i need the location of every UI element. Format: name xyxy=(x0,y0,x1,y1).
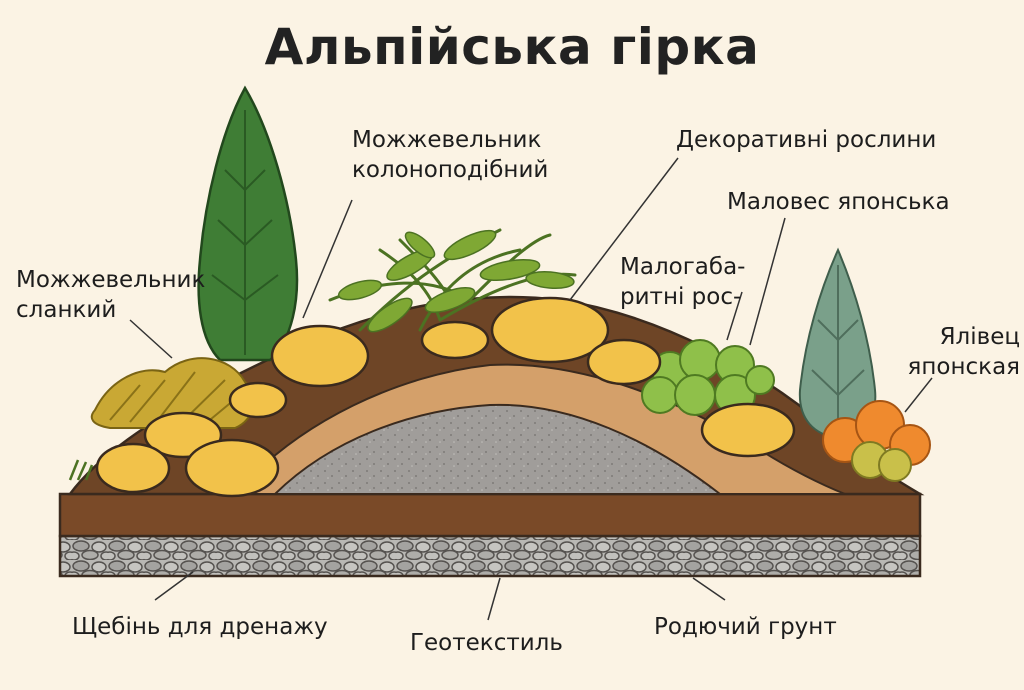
stone xyxy=(270,324,370,388)
stone xyxy=(490,296,610,364)
creeping-juniper xyxy=(90,357,255,429)
label-japanese-fir: Ялівец японская xyxy=(907,324,1020,380)
gravel-core xyxy=(272,403,723,495)
stone xyxy=(420,320,490,360)
stone xyxy=(228,381,288,419)
leader-soil xyxy=(692,577,726,601)
grass-tuft xyxy=(68,459,94,481)
label-japanese-plant: Маловес японська xyxy=(727,189,950,215)
label-geotextile: Геотекстиль xyxy=(410,630,563,656)
stone xyxy=(586,338,662,386)
label-decorative-plants: Декоративні рослини xyxy=(676,127,937,153)
orange-shrub xyxy=(822,400,931,482)
label-soil: Родючий грунт xyxy=(654,614,837,640)
label-juniper-columnar: Можжевельник колоноподібний xyxy=(352,127,549,183)
leader-japanese-fir xyxy=(904,377,933,413)
leader-geotextile xyxy=(487,577,501,621)
stone xyxy=(95,442,171,494)
page-title: Альпійська гірка xyxy=(264,18,760,76)
leader-lines xyxy=(129,157,933,621)
label-juniper-creeping: Можжевельник сланкий xyxy=(16,267,206,323)
leader-juniper-creeping xyxy=(129,319,173,359)
stone xyxy=(700,402,796,458)
leader-decorative-plants xyxy=(569,157,679,301)
stone xyxy=(184,438,280,498)
fern-leaves xyxy=(337,229,575,333)
label-gravel: Щебінь для дренажу xyxy=(72,614,328,640)
leader-japanese-plant xyxy=(749,217,786,346)
drainage-layer xyxy=(58,534,922,578)
leader-juniper-columnar xyxy=(302,199,353,319)
leader-gravel xyxy=(154,571,194,601)
soil-base-slab xyxy=(58,492,922,538)
stones xyxy=(95,296,796,498)
label-small-plants: Малогаба- ритні рос- xyxy=(620,254,746,310)
leader-small-plants xyxy=(726,291,743,341)
small-plants-cluster xyxy=(641,339,775,416)
columnar-juniper xyxy=(197,85,299,362)
